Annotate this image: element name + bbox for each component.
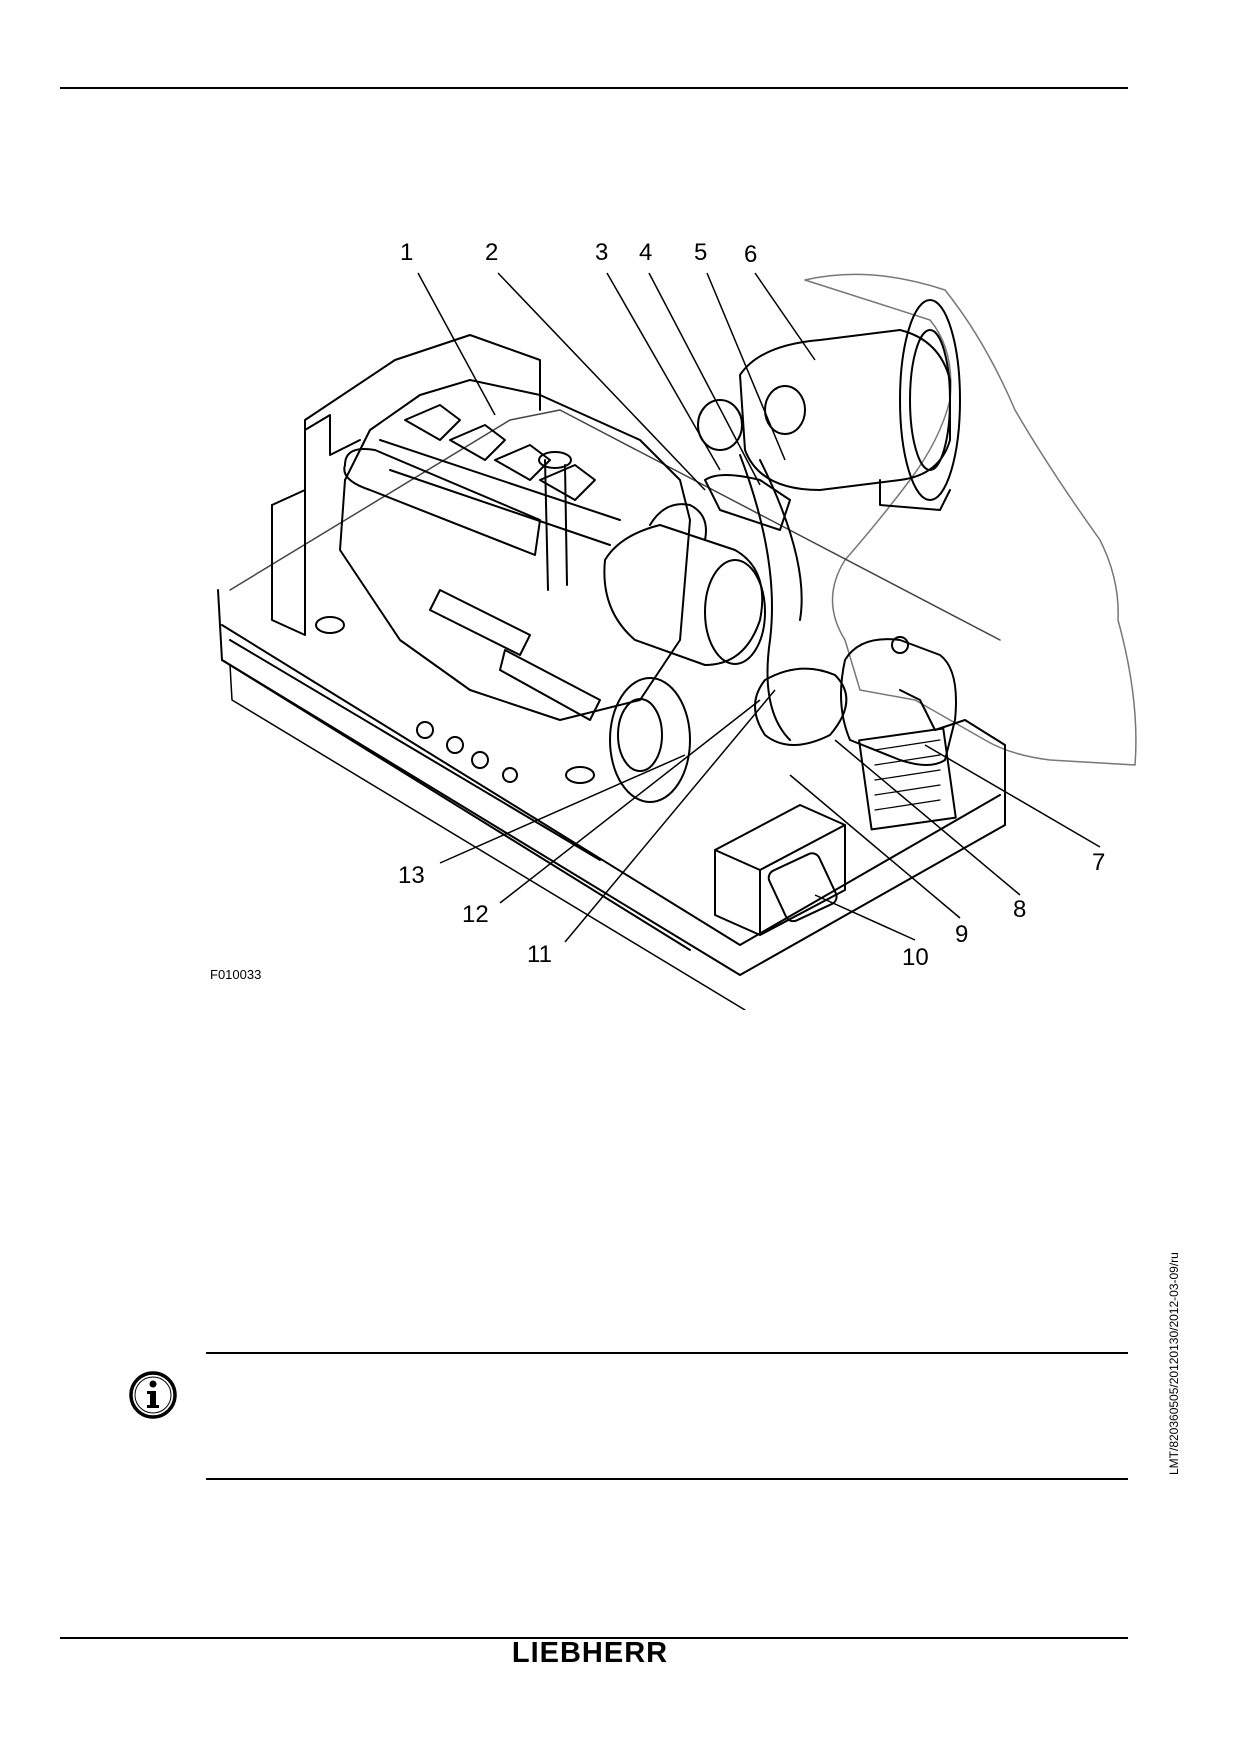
gearbox-mount — [879, 479, 951, 511]
battery-box-window — [767, 852, 838, 923]
left-frame-post-side — [304, 414, 361, 456]
callout-13: 13 — [398, 862, 425, 889]
callout-3: 3 — [595, 239, 608, 266]
base-frame-bottom — [229, 664, 746, 1010]
battery-box — [714, 804, 846, 936]
callout-10: 10 — [902, 944, 929, 971]
valve-cover-2 — [449, 424, 506, 461]
leader-6 — [754, 272, 816, 361]
hose-2 — [759, 459, 803, 621]
hose-1 — [739, 454, 791, 741]
vertical-exhaust-pipe — [544, 459, 568, 591]
callout-4: 4 — [639, 239, 652, 266]
air-filter-housing — [603, 524, 764, 666]
base-hole-2 — [446, 736, 464, 754]
oil-tank — [840, 638, 957, 766]
air-filter-dome — [649, 503, 707, 541]
callout-9: 9 — [955, 921, 968, 948]
exhaust-manifold — [343, 448, 541, 556]
flywheel-housing — [609, 677, 691, 803]
pump-body — [704, 474, 791, 531]
flywheel-cover — [617, 698, 663, 772]
oil-tank-cap — [891, 636, 909, 654]
starter-motor — [499, 649, 601, 721]
engine-assembly-drawing: 1 2 3 4 5 6 7 8 9 10 11 12 13 — [217, 239, 1137, 1010]
base-rail — [229, 639, 601, 861]
callout-2: 2 — [485, 239, 498, 266]
frame-top-edge — [229, 409, 1001, 641]
callout-7: 7 — [1092, 849, 1105, 876]
gearbox-flange — [899, 299, 961, 501]
valve-cover-4 — [539, 464, 596, 501]
callout-5: 5 — [694, 239, 707, 266]
gearbox-flange-inner — [909, 329, 951, 471]
callout-1: 1 — [400, 239, 413, 266]
gearbox-housing — [739, 329, 951, 491]
valve-cover-3 — [494, 444, 551, 481]
base-hole-3 — [471, 751, 489, 769]
hose-loop — [754, 667, 848, 746]
leader-2 — [497, 272, 706, 491]
pump-front — [697, 399, 743, 451]
leader-1 — [417, 272, 496, 416]
callout-8: 8 — [1013, 896, 1026, 923]
radiator-fins — [874, 739, 941, 811]
leader-13 — [439, 754, 686, 864]
leader-4 — [648, 272, 761, 486]
oil-cooler-radiator — [858, 727, 957, 831]
callout-12: 12 — [462, 901, 489, 928]
engine-block — [339, 379, 691, 721]
leader-7 — [924, 744, 1101, 848]
info-icon — [129, 1371, 177, 1419]
leader-5 — [706, 272, 786, 461]
svg-text:LIEBHERR: LIEBHERR — [512, 1637, 668, 1668]
base-front-edge — [221, 659, 691, 951]
cylinder-head-2 — [389, 469, 611, 546]
leader-12 — [499, 699, 761, 904]
left-frame-post — [271, 334, 541, 636]
pump-center — [764, 385, 806, 435]
bottom-rule — [60, 1637, 1128, 1639]
leader-3 — [606, 272, 721, 471]
callout-11: 11 — [527, 941, 552, 968]
engine-mount-left — [315, 616, 345, 634]
air-filter-end-cap — [704, 559, 766, 665]
note-rule-bottom — [206, 1478, 1128, 1480]
alternator — [429, 589, 531, 656]
base-frame-inner — [221, 624, 1001, 946]
leader-10 — [814, 894, 916, 941]
note-rule-top — [206, 1352, 1128, 1354]
figure-code: F010033 — [210, 967, 262, 982]
top-rule — [60, 87, 1128, 89]
background-structure — [804, 273, 1137, 766]
document-code: LMT/820360505/20120130/2012-03-09/ru — [1167, 1252, 1181, 1475]
callout-6: 6 — [744, 241, 757, 268]
exhaust-pipe-top — [538, 451, 572, 469]
base-hole-4 — [502, 767, 518, 783]
engine-mount-right — [565, 766, 595, 784]
battery-box-top — [714, 824, 846, 871]
liebherr-logo: LIEBHERR — [512, 1637, 668, 1668]
leader-9 — [789, 774, 961, 919]
base-hole-1 — [416, 721, 434, 739]
base-frame — [217, 589, 1006, 976]
leader-8 — [834, 739, 1021, 896]
cylinder-head — [379, 439, 621, 521]
left-frame-post-front — [271, 489, 306, 506]
leader-11 — [564, 689, 776, 943]
valve-cover-1 — [404, 404, 461, 441]
